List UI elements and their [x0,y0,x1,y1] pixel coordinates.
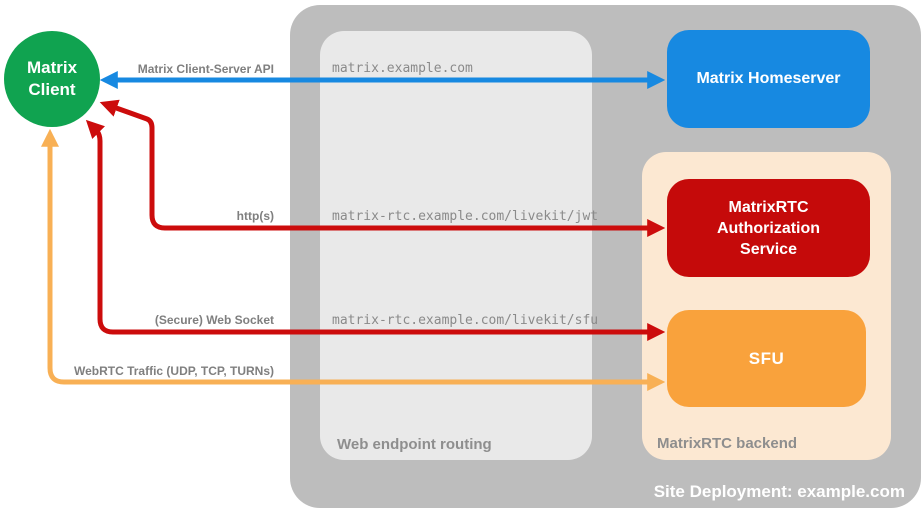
matrix-client-label-line1: Matrix [26,58,78,77]
client-server-api-label: Matrix Client-Server API [137,62,274,76]
matrixrtc-backend-label: MatrixRTC backend [657,435,798,452]
webrtc-traffic-label: WebRTC Traffic (UDP, TCP, TURNs) [73,364,274,378]
sfu-label: SFU [748,348,785,368]
site-deployment-label: Site Deployment: example.com [653,482,905,501]
endpoint-matrix-example-com: matrix.example.com [332,61,473,76]
matrix-client-label-line2: Client [28,80,76,99]
endpoint-livekit-sfu: matrix-rtc.example.com/livekit/sfu [332,313,599,328]
web-endpoint-routing-label: Web endpoint routing [337,436,492,453]
matrix-homeserver-label: Matrix Homeserver [696,70,841,87]
web-endpoint-routing-container [320,31,592,460]
https-label: http(s) [236,209,274,223]
web-socket-label: (Secure) Web Socket [154,313,274,327]
endpoint-livekit-jwt: matrix-rtc.example.com/livekit/jwt [332,209,599,224]
matrix-client-node: Matrix Client [4,31,100,127]
matrixrtc-authorization-service-label: MatrixRTC Authorization Service [716,198,821,258]
matrix-homeserver-node: Matrix Homeserver [667,30,870,128]
sfu-node: SFU [667,310,866,407]
matrixrtc-authorization-service-node: MatrixRTC Authorization Service [667,179,870,277]
